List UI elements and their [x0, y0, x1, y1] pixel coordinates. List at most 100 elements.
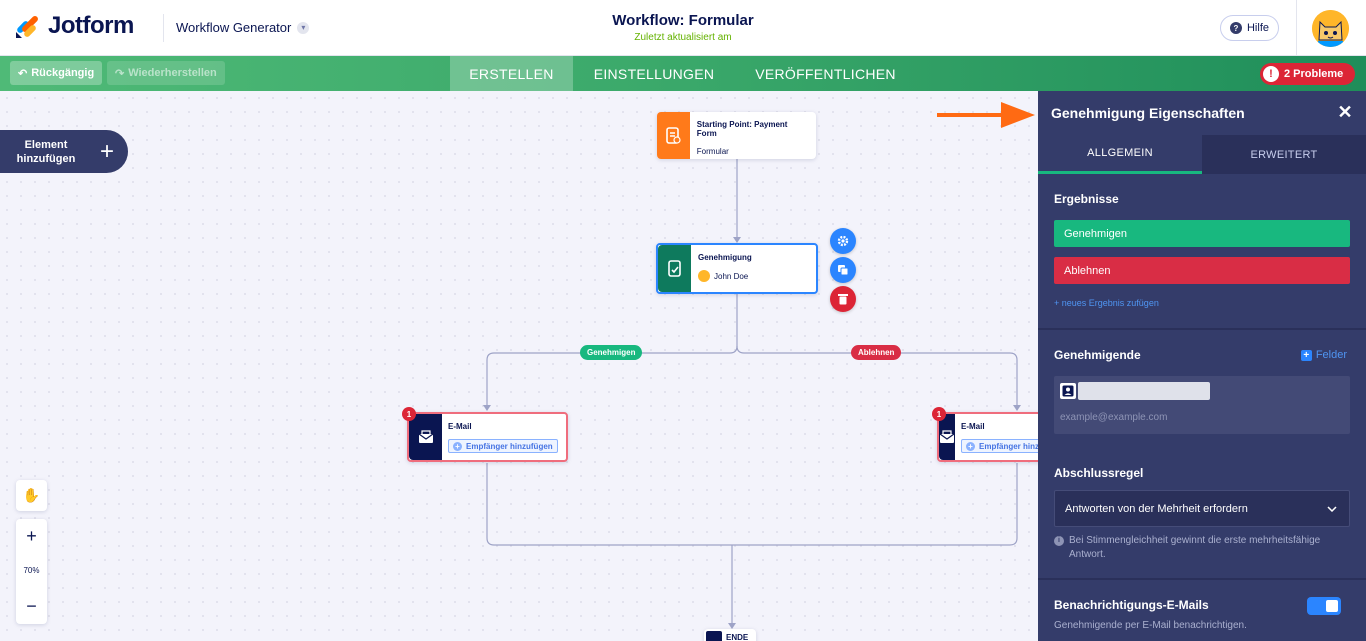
add-recipient-button[interactable]: + Empfänger hinzufügen [961, 439, 1038, 453]
notify-heading: Benachrichtigungs-E-Mails [1054, 598, 1209, 612]
plus-circle-icon: + [453, 441, 462, 451]
page-title: Workflow: Formular [612, 12, 754, 29]
node-settings-button[interactable] [830, 228, 856, 254]
plus-circle-icon: + [966, 441, 975, 451]
form-icon [657, 112, 690, 159]
problems-label: 2 Probleme [1284, 68, 1344, 80]
branch-approve-label: Genehmigen [580, 345, 643, 360]
plus-icon: + [1300, 349, 1312, 361]
redo-label: Wiederherstellen [128, 67, 217, 79]
properties-panel: Genehmigung Eigenschaften ✕ ALLGEMEIN ER… [1038, 91, 1366, 641]
gear-icon [837, 235, 849, 247]
zoom-in-button[interactable]: + [26, 525, 37, 546]
tab-veroeffentlichen[interactable]: VERÖFFENTLICHEN [755, 65, 896, 82]
annotation-arrow-icon [937, 102, 1035, 128]
pan-tool-button[interactable]: ✋ [16, 480, 47, 511]
approval-icon [658, 245, 691, 292]
user-avatar-icon [698, 270, 710, 282]
add-element-button[interactable]: Element hinzufügen + [0, 130, 128, 173]
email-node-approve[interactable]: E-Mail + Empfänger hinzufügen [407, 412, 568, 462]
email-node-title: E-Mail [961, 422, 985, 431]
rule-heading: Abschlussregel [1054, 466, 1144, 480]
info-icon: i [1054, 536, 1064, 546]
workflow-canvas[interactable]: Element hinzufügen + Starting Point: Pay… [0, 91, 1038, 641]
zoom-controls: + 70% − [16, 519, 47, 624]
results-section: Ergebnisse Genehmigen Ablehnen + neues E… [1038, 174, 1366, 330]
product-switcher-label: Workflow Generator [176, 20, 292, 35]
close-icon[interactable]: ✕ [1337, 101, 1353, 122]
rule-hint: i Bei Stimmengleichheit gewinnt die erst… [1054, 534, 1350, 578]
email-node-reject[interactable]: E-Mail + Empfänger hinzufügen [937, 412, 1038, 462]
jotform-logo-icon [16, 16, 38, 38]
avatar[interactable] [1312, 10, 1349, 47]
completion-rule-select[interactable]: Antworten von der Mehrheit erfordern [1054, 490, 1350, 527]
section-divider [1038, 578, 1366, 580]
avatar-cat-icon [1312, 10, 1349, 47]
hand-icon: ✋ [22, 487, 41, 503]
problems-button[interactable]: ! 2 Probleme [1260, 63, 1355, 85]
add-result-link[interactable]: + neues Ergebnis zufügen [1054, 298, 1159, 308]
trash-icon [838, 294, 848, 305]
builder-toolbar: ↶ Rückgängig ↷ Wiederherstellen ERSTELLE… [0, 56, 1366, 91]
start-node[interactable]: Starting Point: Payment Form Formular [657, 112, 816, 159]
email-icon [409, 414, 442, 460]
add-element-label: Element hinzufügen [16, 138, 76, 165]
completion-rule-value: Antworten von der Mehrheit erfordern [1065, 502, 1248, 515]
zoom-out-button[interactable]: − [26, 595, 37, 616]
tab-erweitert[interactable]: ERWEITERT [1250, 148, 1318, 161]
question-icon: ? [1229, 22, 1242, 34]
error-count-badge: 1 [402, 407, 416, 421]
redo-button[interactable]: ↷ Wiederherstellen [107, 61, 225, 85]
connector-lines [483, 159, 1021, 629]
rule-hint-text: Bei Stimmengleichheit gewinnt die erste … [1069, 535, 1321, 560]
error-count-badge: 1 [932, 407, 946, 421]
approvers-heading: Genehmigende [1054, 348, 1141, 362]
start-node-subtitle: Formular [696, 147, 729, 156]
panel-title: Genehmigung Eigenschaften [1051, 105, 1245, 121]
result-reject[interactable]: Ablehnen [1054, 257, 1350, 284]
end-node[interactable]: ENDE [704, 629, 756, 641]
approval-node-title: Genehmigung [698, 253, 752, 262]
start-node-title: Starting Point: Payment Form [696, 120, 788, 138]
chevron-down-icon: ▾ [297, 21, 310, 34]
fields-label: Felder [1315, 349, 1347, 361]
tab-einstellungen[interactable]: EINSTELLUNGEN [593, 65, 715, 82]
toggle-knob [1326, 600, 1338, 612]
branch-reject-label: Ablehnen [851, 345, 902, 360]
approval-node[interactable]: Genehmigung John Doe [656, 243, 818, 294]
workflow-title: Workflow: Formular Zuletzt aktualisiert … [533, 12, 833, 43]
results-heading: Ergebnisse [1054, 192, 1119, 206]
email-node-title: E-Mail [448, 422, 472, 431]
result-approve[interactable]: Genehmigen [1054, 220, 1350, 247]
approval-assignee: John Doe [698, 270, 752, 282]
jotform-logo[interactable]: Jotform [14, 12, 134, 40]
undo-button[interactable]: ↶ Rückgängig [10, 61, 103, 85]
node-delete-button[interactable] [830, 286, 856, 312]
header-divider [163, 14, 164, 42]
approver-field[interactable]: example@example.com [1054, 376, 1350, 434]
undo-label: Rückgängig [31, 67, 95, 79]
fields-button[interactable]: + Felder [1300, 349, 1347, 361]
email-input[interactable]: example@example.com [1060, 412, 1168, 423]
product-switcher[interactable]: Workflow Generator ▾ [176, 20, 310, 35]
add-recipient-label: Empfänger hinzufügen [979, 441, 1038, 451]
help-button[interactable]: ? Hilfe [1220, 15, 1279, 41]
panel-header: Genehmigung Eigenschaften ✕ [1038, 91, 1366, 135]
email-icon [939, 414, 955, 460]
tab-allgemein[interactable]: ALLGEMEIN [1038, 135, 1202, 174]
approver-chip [1060, 382, 1344, 400]
redo-icon: ↷ [115, 67, 125, 80]
help-label: Hilfe [1246, 22, 1269, 34]
node-duplicate-button[interactable] [830, 257, 856, 283]
chevron-down-icon [1327, 503, 1337, 515]
approval-assignee-name: John Doe [714, 271, 749, 281]
notify-toggle[interactable] [1307, 597, 1341, 615]
tab-erstellen[interactable]: ERSTELLEN [450, 56, 573, 91]
add-recipient-button[interactable]: + Empfänger hinzufügen [448, 439, 558, 453]
approver-name-redacted [1078, 382, 1210, 400]
logo-text: Jotform [48, 12, 134, 39]
warning-icon: ! [1263, 66, 1279, 82]
undo-icon: ↶ [18, 67, 28, 80]
user-card-icon [1060, 383, 1076, 399]
panel-tabs: ALLGEMEIN ERWEITERT [1038, 135, 1366, 174]
